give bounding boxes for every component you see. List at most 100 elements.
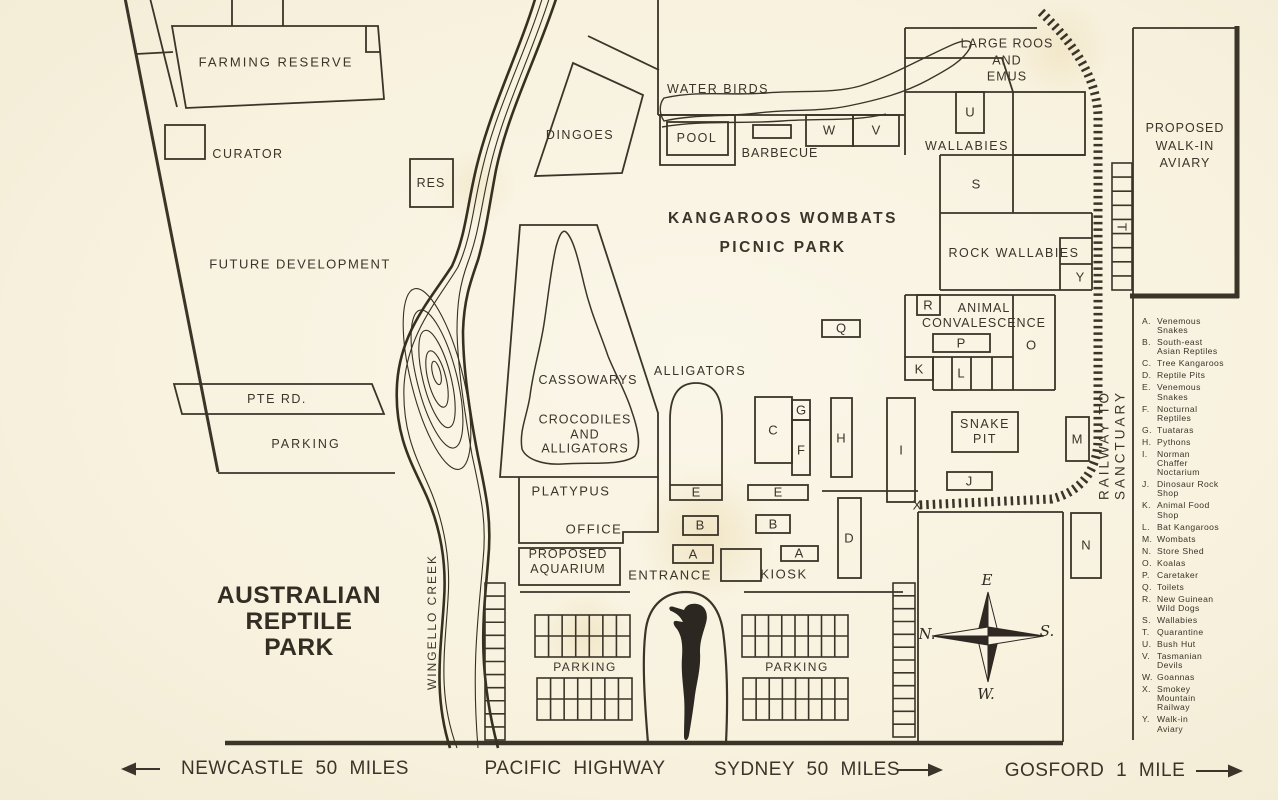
legend-label: Bush Hut	[1157, 638, 1196, 649]
compass-letter-n: N.	[918, 625, 936, 643]
area-letter-v: V	[871, 122, 881, 138]
legend-label: Koalas	[1157, 557, 1186, 568]
label-wallabies: WALLABIES	[925, 138, 1009, 153]
legend-item-q: Q.Toilets	[1142, 581, 1272, 592]
label-barbecue: BARBECUE	[741, 145, 819, 160]
label-cassowarys: CASSOWARYS	[538, 372, 638, 387]
legend-item-o: O. Koalas	[1142, 557, 1272, 568]
label-dingoes: DINGOES	[545, 127, 615, 142]
legend-key: Q.	[1142, 581, 1152, 592]
area-letter-b: B	[695, 517, 705, 533]
area-letter-b: B	[768, 516, 778, 532]
area-letter-y: Y	[1075, 269, 1085, 285]
area-letter-e: E	[773, 484, 783, 500]
compass-rose	[931, 591, 1045, 683]
legend-item-c: C. Tree Kangaroos	[1142, 359, 1272, 368]
legend-label: Tuataras	[1157, 424, 1194, 435]
label-snake-pit: SNAKE PIT	[960, 417, 1010, 446]
legend-key: T.	[1142, 626, 1150, 637]
legend-label: Animal Food Shop	[1157, 500, 1210, 520]
label-farming-reserve: FARMING RESERVE	[198, 54, 354, 70]
label-picnic-park-line1: KANGAROOS WOMBATS	[668, 210, 898, 228]
goanna-emblem	[642, 590, 729, 744]
legend-label: Bat Kangaroos	[1157, 521, 1220, 532]
legend-key: A.	[1142, 316, 1151, 326]
label-rock-wallabies: ROCK WALLABIES	[948, 245, 1080, 260]
legend-item-m: M.Wombats	[1142, 533, 1272, 544]
area-letter-i: I	[899, 442, 903, 458]
legend-label: Reptile Pits	[1157, 370, 1206, 381]
area-letter-n: N	[1081, 537, 1091, 553]
label-proposed-walk-in-aviary: PROPOSED WALK-IN AVIARY	[1145, 120, 1225, 170]
label-railway-to-sanctuary: RAILWAY TO SANCTUARY	[1096, 389, 1127, 501]
area-letter-h: H	[836, 430, 846, 446]
legend-key: I.	[1142, 448, 1148, 459]
label-curator: CURATOR	[212, 146, 284, 161]
compass-letter-s: S.	[1039, 622, 1055, 640]
compass-letter-w: W.	[977, 685, 995, 703]
legend-label: Venemous Snakes	[1157, 382, 1201, 402]
legend-item-i: I. Norman Chaffer Noctarium	[1142, 448, 1272, 478]
direction-arrows	[121, 762, 1243, 778]
label-pool: POOL	[676, 130, 718, 145]
legend-label: Quarantine	[1157, 626, 1204, 637]
label-animal-convalescence: ANIMAL CONVALESCENCE	[922, 301, 1046, 330]
area-letter-e: E	[691, 484, 701, 500]
label-alligators: ALLIGATORS	[653, 363, 747, 378]
legend-item-l: L. Bat Kangaroos	[1142, 521, 1272, 532]
legend-key: X.	[1142, 684, 1151, 695]
legend-key: W.	[1142, 672, 1153, 683]
legend-item-f: F.Nocturnal Reptiles	[1142, 403, 1272, 423]
legend-key: G.	[1142, 424, 1152, 435]
label-large-roos-and-emus: LARGE ROOS AND EMUS	[960, 36, 1054, 84]
legend-item-t: T. Quarantine	[1142, 626, 1272, 637]
label-water-birds: WATER BIRDS	[667, 81, 769, 96]
legend-item-w: W. Goannas	[1142, 672, 1272, 683]
legend-item-v: V.Tasmanian Devils	[1142, 651, 1272, 670]
area-letter-o: O	[1025, 337, 1037, 353]
area-letter-s: S	[971, 176, 981, 192]
compass-letter-e: E	[981, 571, 993, 589]
legend-label: Walk-in Aviary	[1157, 714, 1189, 734]
legend-item-e: E.Venemous Snakes	[1142, 382, 1272, 402]
legend-label: Tree Kangaroos	[1157, 358, 1224, 369]
legend-key: N.	[1142, 545, 1152, 556]
label-newcastle-distance: NEWCASTLE 50 MILES	[181, 758, 409, 780]
label-parking-south-west: PARKING	[553, 660, 617, 675]
legend-item-p: P.Caretaker	[1142, 570, 1272, 580]
legend-item-h: H. Pythons	[1142, 436, 1272, 447]
label-proposed-aquarium: PROPOSED AQUARIUM	[528, 547, 608, 576]
area-letter-c: C	[768, 422, 778, 438]
label-entrance: ENTRANCE	[628, 567, 712, 583]
legend-key: Y.	[1142, 714, 1150, 725]
legend-label: Goannas	[1157, 672, 1195, 683]
legend-key: O.	[1142, 557, 1152, 568]
legend-item-a: A.Venemous Snakes	[1142, 316, 1272, 335]
legend-label: South-east Asian Reptiles	[1157, 337, 1218, 357]
label-gosford-distance: GOSFORD 1 MILE	[1004, 760, 1186, 782]
legend-label: Norman Chaffer Noctarium	[1157, 448, 1200, 478]
legend-key: H.	[1142, 436, 1152, 447]
legend-label: Pythons	[1157, 436, 1191, 447]
legend-label: Store Shed	[1157, 545, 1204, 556]
legend-key: K.	[1142, 500, 1151, 511]
legend-label: Wombats	[1157, 533, 1196, 544]
area-letter-r: R	[923, 297, 933, 313]
area-letter-t: T	[1114, 223, 1130, 231]
legend-key: C.	[1142, 358, 1152, 369]
label-kiosk: KIOSK	[760, 566, 808, 582]
area-letter-q: Q	[835, 320, 847, 336]
legend-item-b: B.South-east Asian Reptiles	[1142, 337, 1272, 357]
area-letter-j: J	[965, 473, 973, 489]
map-structures	[123, 0, 1240, 746]
legend-item-u: U.Bush Hut	[1142, 638, 1272, 649]
label-pacific-highway: PACIFIC HIGHWAY	[484, 758, 666, 780]
legend-key: L.	[1142, 521, 1150, 532]
legend-item-k: K. Animal Food Shop	[1142, 500, 1272, 520]
label-crocodiles-and-alligators: CROCODILES AND ALLIGATORS	[538, 412, 632, 456]
legend-item-y: Y. Walk-in Aviary	[1142, 714, 1272, 734]
area-letter-l: L	[957, 365, 965, 381]
legend-label: Nocturnal Reptiles	[1157, 403, 1198, 423]
area-letter-x: X	[912, 497, 922, 513]
area-letter-g: G	[795, 402, 807, 418]
